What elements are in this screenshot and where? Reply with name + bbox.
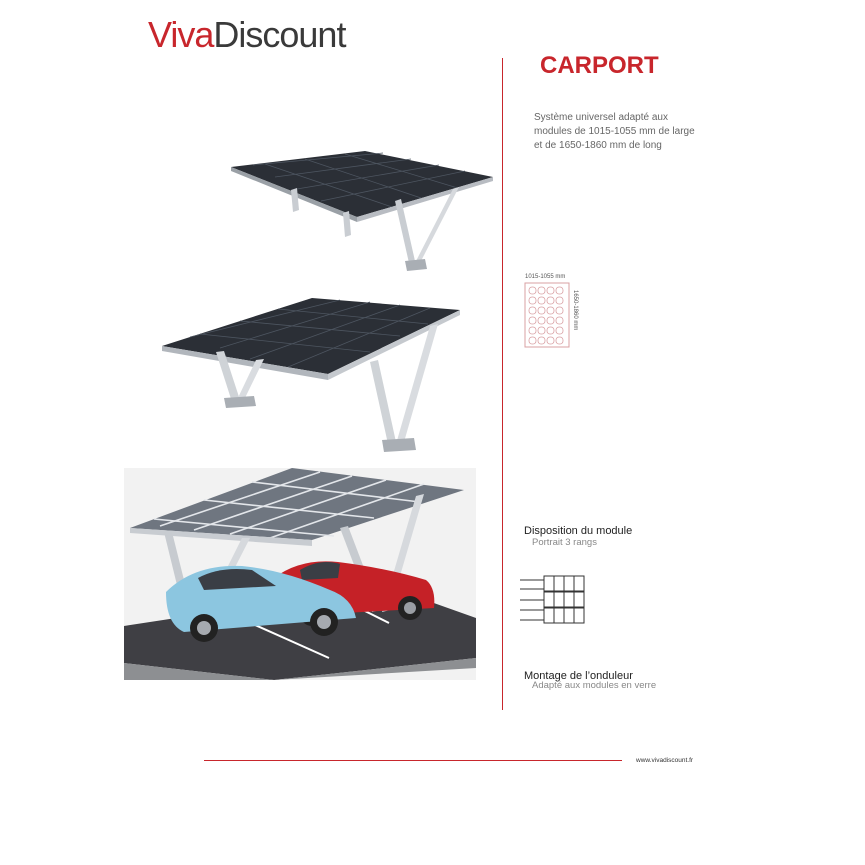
module-layout-section: Disposition du module Portrait 3 rangs (524, 525, 632, 548)
carport-photo-with-cars (124, 468, 476, 680)
vertical-divider (502, 58, 503, 710)
description-line: Système universel adapté aux (534, 112, 668, 123)
module-length-label: 1650-1860 mm (572, 290, 578, 331)
description-line: et de 1650-1860 mm de long (534, 140, 662, 151)
footer-divider (204, 760, 622, 761)
inverter-mounting-detail: Adapté aux modules en verre (532, 680, 657, 691)
carport-image-middle (162, 298, 460, 452)
description: Système universel adapté aux modules de … (534, 111, 704, 153)
footer-url[interactable]: www.vivadiscount.fr (636, 757, 694, 764)
brand-logo: VivaDiscount (148, 14, 346, 56)
inverter-mounting-section: Montage de l’onduleur Adapté aux modules… (524, 670, 656, 691)
inverter-mounting-heading: Montage de l’onduleur (524, 670, 633, 682)
module-layout-heading: Disposition du module (524, 525, 633, 537)
brand-logo-part1: Viva (148, 14, 214, 55)
brand-logo-part2: Discount (213, 14, 346, 55)
description-line: modules de 1015-1055 mm de large (534, 126, 695, 137)
module-layout-diagram (520, 575, 585, 624)
module-layout-detail: Portrait 3 rangs (532, 537, 597, 548)
page-title: CARPORT (540, 52, 659, 79)
carport-image-top (231, 151, 493, 271)
module-dimension-diagram (524, 282, 570, 348)
module-width-label: 1015-1055 mm (525, 274, 566, 280)
